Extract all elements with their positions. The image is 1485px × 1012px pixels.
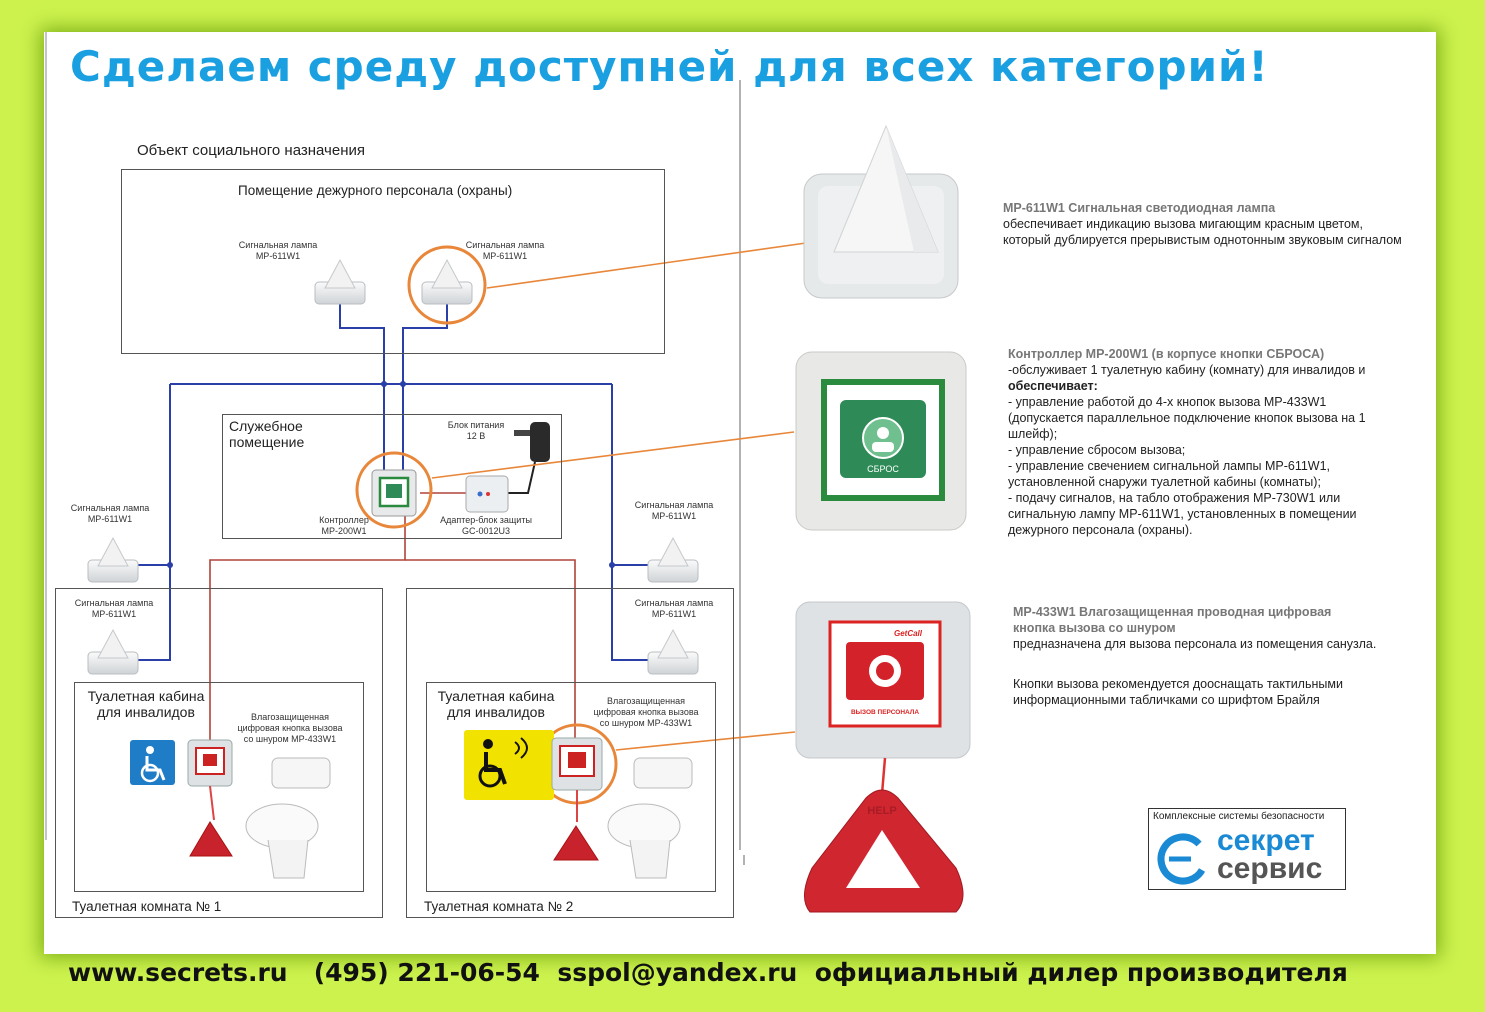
reset-text: СБРОС: [867, 464, 899, 474]
logo-caption: Комплексные системы безопасности: [1153, 811, 1325, 822]
svg-text:GetCall: GetCall: [894, 629, 923, 638]
svg-text:HELP: HELP: [867, 805, 896, 817]
callout-lines: [431, 242, 807, 751]
toilet-room-2-box: [406, 588, 734, 918]
toilet-room-1-box: [55, 588, 383, 918]
controller-product-image: СБРОС: [795, 351, 967, 531]
lamp-heading: MP-611W1 Сигнальная светодиодная лампа: [1003, 201, 1276, 215]
lamp-product-image: [803, 124, 959, 299]
lamp-description: MP-611W1 Сигнальная светодиодная лампа о…: [1003, 201, 1402, 247]
page-title: Сделаем среду доступней для всех категор…: [70, 42, 1269, 91]
controller-description: Контроллер MP-200W1 (в корпусе кнопки СБ…: [1008, 347, 1366, 537]
button-heading: MP-433W1 Влагозащищенная проводная цифро…: [1013, 605, 1332, 619]
logo-word-2: сервис: [1217, 852, 1323, 885]
service-room-box: [222, 414, 562, 539]
accessibility-plate-icon: [464, 730, 554, 800]
room2-label: Туалетная комната № 2: [424, 899, 574, 914]
toilet-icon: [607, 757, 693, 879]
logo-word-1: секрет: [1217, 824, 1315, 857]
company-logo: Комплексные системы безопасности секрет …: [1148, 808, 1346, 890]
red-wires: [209, 492, 576, 760]
svg-text:ВЫЗОВ ПЕРСОНАЛА: ВЫЗОВ ПЕРСОНАЛА: [851, 709, 919, 716]
blue-wires: [138, 304, 648, 661]
toilet-cabin-1-box: [74, 682, 364, 892]
room1-label: Туалетная комната № 1: [72, 899, 222, 914]
facility-label: Объект социального назначения: [137, 142, 365, 159]
footer-contacts: www.secrets.ru (495) 221-06-54 sspol@yan…: [68, 958, 1348, 987]
call-button-product-image: GetCall ВЫЗОВ ПЕРСОНАЛА HELP: [795, 601, 971, 913]
toilet-icon: [245, 757, 331, 879]
toilet-cabin-2-box: [426, 682, 716, 892]
logo-mark-icon: [1157, 833, 1209, 885]
controller-heading: Контроллер MP-200W1 (в корпусе кнопки СБ…: [1008, 347, 1325, 361]
staff-room-box: [121, 169, 665, 354]
wheelchair-sign-icon: [130, 740, 175, 785]
power-supply-icon: [514, 422, 550, 462]
call-button-icon: [551, 737, 603, 861]
lamp-icon: [87, 537, 139, 583]
staff-room-label: Помещение дежурного персонала (охраны): [238, 183, 513, 198]
adapter-icon: [465, 475, 509, 513]
controller-icon: [371, 469, 417, 517]
lamp-icon: [647, 537, 699, 583]
call-button-icon: [187, 739, 233, 857]
button-description: MP-433W1 Влагозащищенная проводная цифро…: [1013, 605, 1377, 707]
